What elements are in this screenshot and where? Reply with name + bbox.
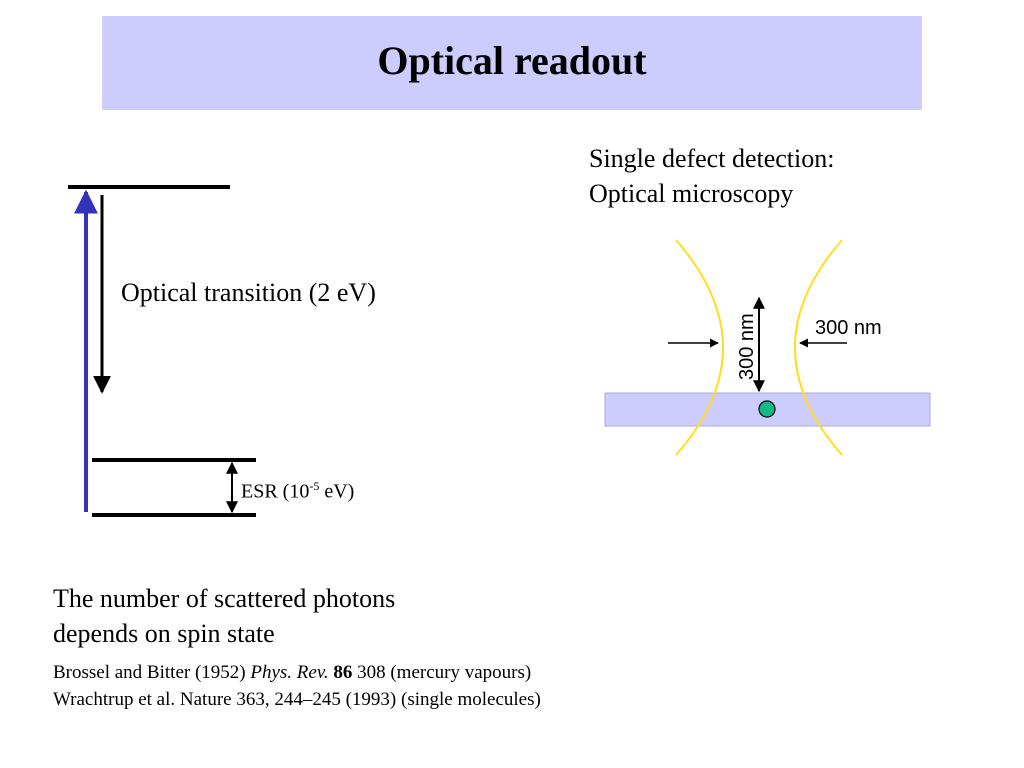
- microscopy-heading-line2: Optical microscopy: [589, 179, 794, 209]
- esr-label-prefix: ESR (10: [241, 480, 310, 503]
- defect-dot: [758, 400, 776, 418]
- body-line1: The number of scattered photons: [53, 584, 396, 613]
- esr-label: ESR (10-5 eV): [241, 479, 354, 504]
- microscopy-heading-line1: Single defect detection:: [589, 144, 835, 173]
- title-banner: Optical readout: [102, 16, 922, 110]
- slide-title: Optical readout: [377, 37, 647, 83]
- body-line2: depends on spin state: [53, 619, 275, 649]
- beam-outline-right: [794, 239, 843, 456]
- reference-1-rest: 308 (mercury vapours): [352, 662, 532, 683]
- reference-2: Wrachtrup et al. Nature 363, 244–245 (19…: [53, 689, 541, 710]
- reference-1: Brossel and Bitter (1952) Phys. Rev. 86 …: [53, 662, 531, 684]
- microscopy-heading: Single defect detection: Optical microsc…: [589, 141, 834, 211]
- optical-transition-label: Optical transition (2 eV): [121, 278, 376, 307]
- body-text: The number of scattered photons depends …: [53, 581, 395, 651]
- horizontal-dimension-label: 300 nm: [815, 317, 882, 339]
- esr-label-exponent: -5: [309, 479, 320, 493]
- vertical-dimension-label: 300 nm: [736, 313, 758, 380]
- esr-label-suffix: eV): [319, 480, 355, 503]
- reference-1-journal: Phys. Rev.: [250, 662, 329, 683]
- beam-outline-left: [675, 239, 724, 456]
- reference-1-volume: 86: [333, 662, 353, 683]
- reference-1-authors: Brossel and Bitter (1952): [53, 662, 251, 683]
